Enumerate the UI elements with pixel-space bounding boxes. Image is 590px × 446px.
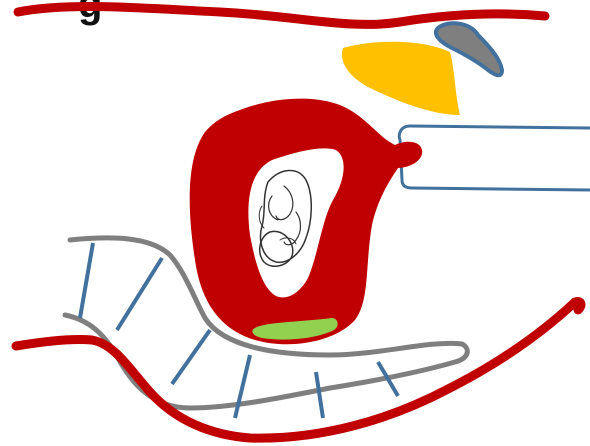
spine-rung: [316, 372, 323, 418]
spine-rung: [235, 355, 250, 418]
abdominal-wall-line: [18, 7, 545, 25]
tube: [399, 126, 590, 190]
spine-rung: [172, 330, 210, 384]
spine-rung: [80, 243, 93, 318]
gallbladder: [342, 42, 460, 115]
spine-rung: [117, 258, 162, 330]
